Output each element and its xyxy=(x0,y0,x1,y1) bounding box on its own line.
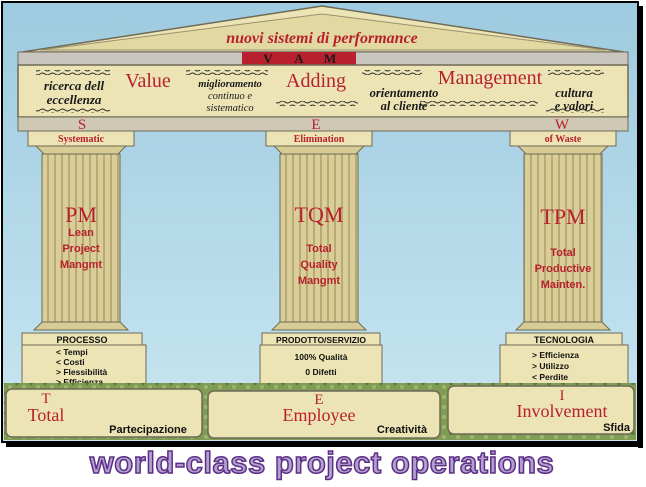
base-item: > Efficienza xyxy=(532,350,579,360)
base-item: 100% Qualità xyxy=(295,352,348,362)
column-pm: Systematic PM Lean Project Mangmt PROCES… xyxy=(21,130,147,388)
capital-echinus xyxy=(34,145,128,155)
wavy-decor xyxy=(548,70,604,75)
foundation-letter: T xyxy=(41,391,50,407)
column-base-molding xyxy=(32,321,130,331)
base-item: 0 Difetti xyxy=(305,367,336,377)
architrave xyxy=(17,116,629,132)
capital-echinus xyxy=(272,145,366,155)
foundation-letter: I xyxy=(560,388,565,404)
column-acronym: PM xyxy=(65,202,97,227)
wavy-decor xyxy=(362,70,422,75)
column-desc-line-1: Total xyxy=(550,247,575,259)
foundation-word: Employee xyxy=(283,405,356,425)
foundation: T Total Partecipazione E Employee Creati… xyxy=(5,385,635,439)
column-letter-e: E xyxy=(311,117,320,133)
miglioramento-line-2: continuo e xyxy=(208,91,252,102)
cultura-line-1: cultura xyxy=(555,86,593,100)
miglioramento-line-3: sistematico xyxy=(206,103,253,114)
word-value: Value xyxy=(125,70,171,92)
column-acronym: TQM xyxy=(295,202,344,227)
orientamento-line-2: al cliente xyxy=(381,99,428,113)
column-desc-line-1: Total xyxy=(306,243,331,255)
frieze: ricerca dell eccellenza Value migliorame… xyxy=(17,64,629,133)
foundation-sub: Sfida xyxy=(603,422,631,434)
base-item: > Flessibilità xyxy=(56,367,108,377)
foundation-sub: Partecipazione xyxy=(109,424,187,436)
column-shaft xyxy=(279,153,359,323)
ricerca-line-1: ricerca dell xyxy=(44,78,105,93)
wavy-decor xyxy=(186,70,268,75)
column-shaft xyxy=(41,153,121,323)
base-title: PROCESSO xyxy=(56,335,107,345)
base-title: PRODOTTO/SERVIZIO xyxy=(276,335,366,345)
foundation-letter: E xyxy=(314,392,323,408)
wavy-decor xyxy=(546,108,604,113)
column-tpm: of Waste TPM Total Productive Mainten. T… xyxy=(499,130,629,386)
vam-letter-a: A xyxy=(294,51,304,66)
frame-shadow-bottom xyxy=(6,442,643,447)
ricerca-line-2: eccellenza xyxy=(47,92,102,107)
column-letter-w: W xyxy=(555,117,570,133)
vam-letter-v: V xyxy=(263,51,273,66)
frame-shadow-right xyxy=(638,6,643,448)
capital-echinus xyxy=(516,145,610,155)
base-item: < Perdite xyxy=(532,372,568,382)
column-capital-label: of Waste xyxy=(545,134,582,145)
foundation-stone-total xyxy=(5,388,203,438)
wavy-decor xyxy=(36,108,110,113)
column-desc-line-3: Mangmt xyxy=(298,275,341,287)
column-acronym: TPM xyxy=(540,204,585,229)
column-capital-label: Systematic xyxy=(58,134,105,145)
wavy-decor xyxy=(36,70,110,75)
base-title: TECNOLOGIA xyxy=(534,335,594,345)
vam-block xyxy=(242,52,356,65)
foundation-word: Involvement xyxy=(517,401,608,421)
column-base-molding xyxy=(270,321,368,331)
foundation-stone-employee xyxy=(207,390,441,439)
column-desc-line-2: Project xyxy=(62,243,100,255)
column-shaft xyxy=(523,153,603,323)
column-plinth xyxy=(21,344,147,388)
foundation-word: Total xyxy=(28,405,65,425)
column-desc-line-3: Mangmt xyxy=(60,259,103,271)
column-plinth xyxy=(499,344,629,386)
base-item: > Efficienza xyxy=(56,377,103,387)
column-base-molding xyxy=(514,321,612,331)
foundation-sub: Creatività xyxy=(377,424,428,436)
word-adding: Adding xyxy=(286,70,346,92)
cultura-line-2: e valori xyxy=(555,99,594,113)
column-capital-label: Elimination xyxy=(294,134,345,145)
base-item: < Tempi xyxy=(56,347,88,357)
footer-title: world-class project operations xyxy=(89,445,555,480)
vam-letter-m: M xyxy=(324,51,336,66)
column-plinth xyxy=(259,344,383,386)
pediment: nuovi sistemi di performance xyxy=(21,5,625,53)
base-item: > Utilizzo xyxy=(532,361,569,371)
orientamento-line-1: orientamento xyxy=(370,86,439,100)
column-letter-s: S xyxy=(78,117,86,133)
column-desc-line-1: Lean xyxy=(68,227,94,239)
word-management: Management xyxy=(438,67,543,89)
column-desc-line-3: Mainten. xyxy=(541,279,586,291)
vam-band: V A M xyxy=(17,51,629,66)
wavy-decor xyxy=(420,101,538,106)
foundation-stone-involvement xyxy=(447,385,635,435)
base-item: < Costi xyxy=(56,357,85,367)
column-desc-line-2: Productive xyxy=(535,263,592,275)
wavy-decor xyxy=(276,101,358,106)
column-tqm: Elimination TQM Total Quality Mangmt PRO… xyxy=(259,130,383,386)
pediment-title: nuovi sistemi di performance xyxy=(226,30,418,47)
miglioramento-line-1: miglioramento xyxy=(198,79,262,90)
column-desc-line-2: Quality xyxy=(300,259,338,271)
